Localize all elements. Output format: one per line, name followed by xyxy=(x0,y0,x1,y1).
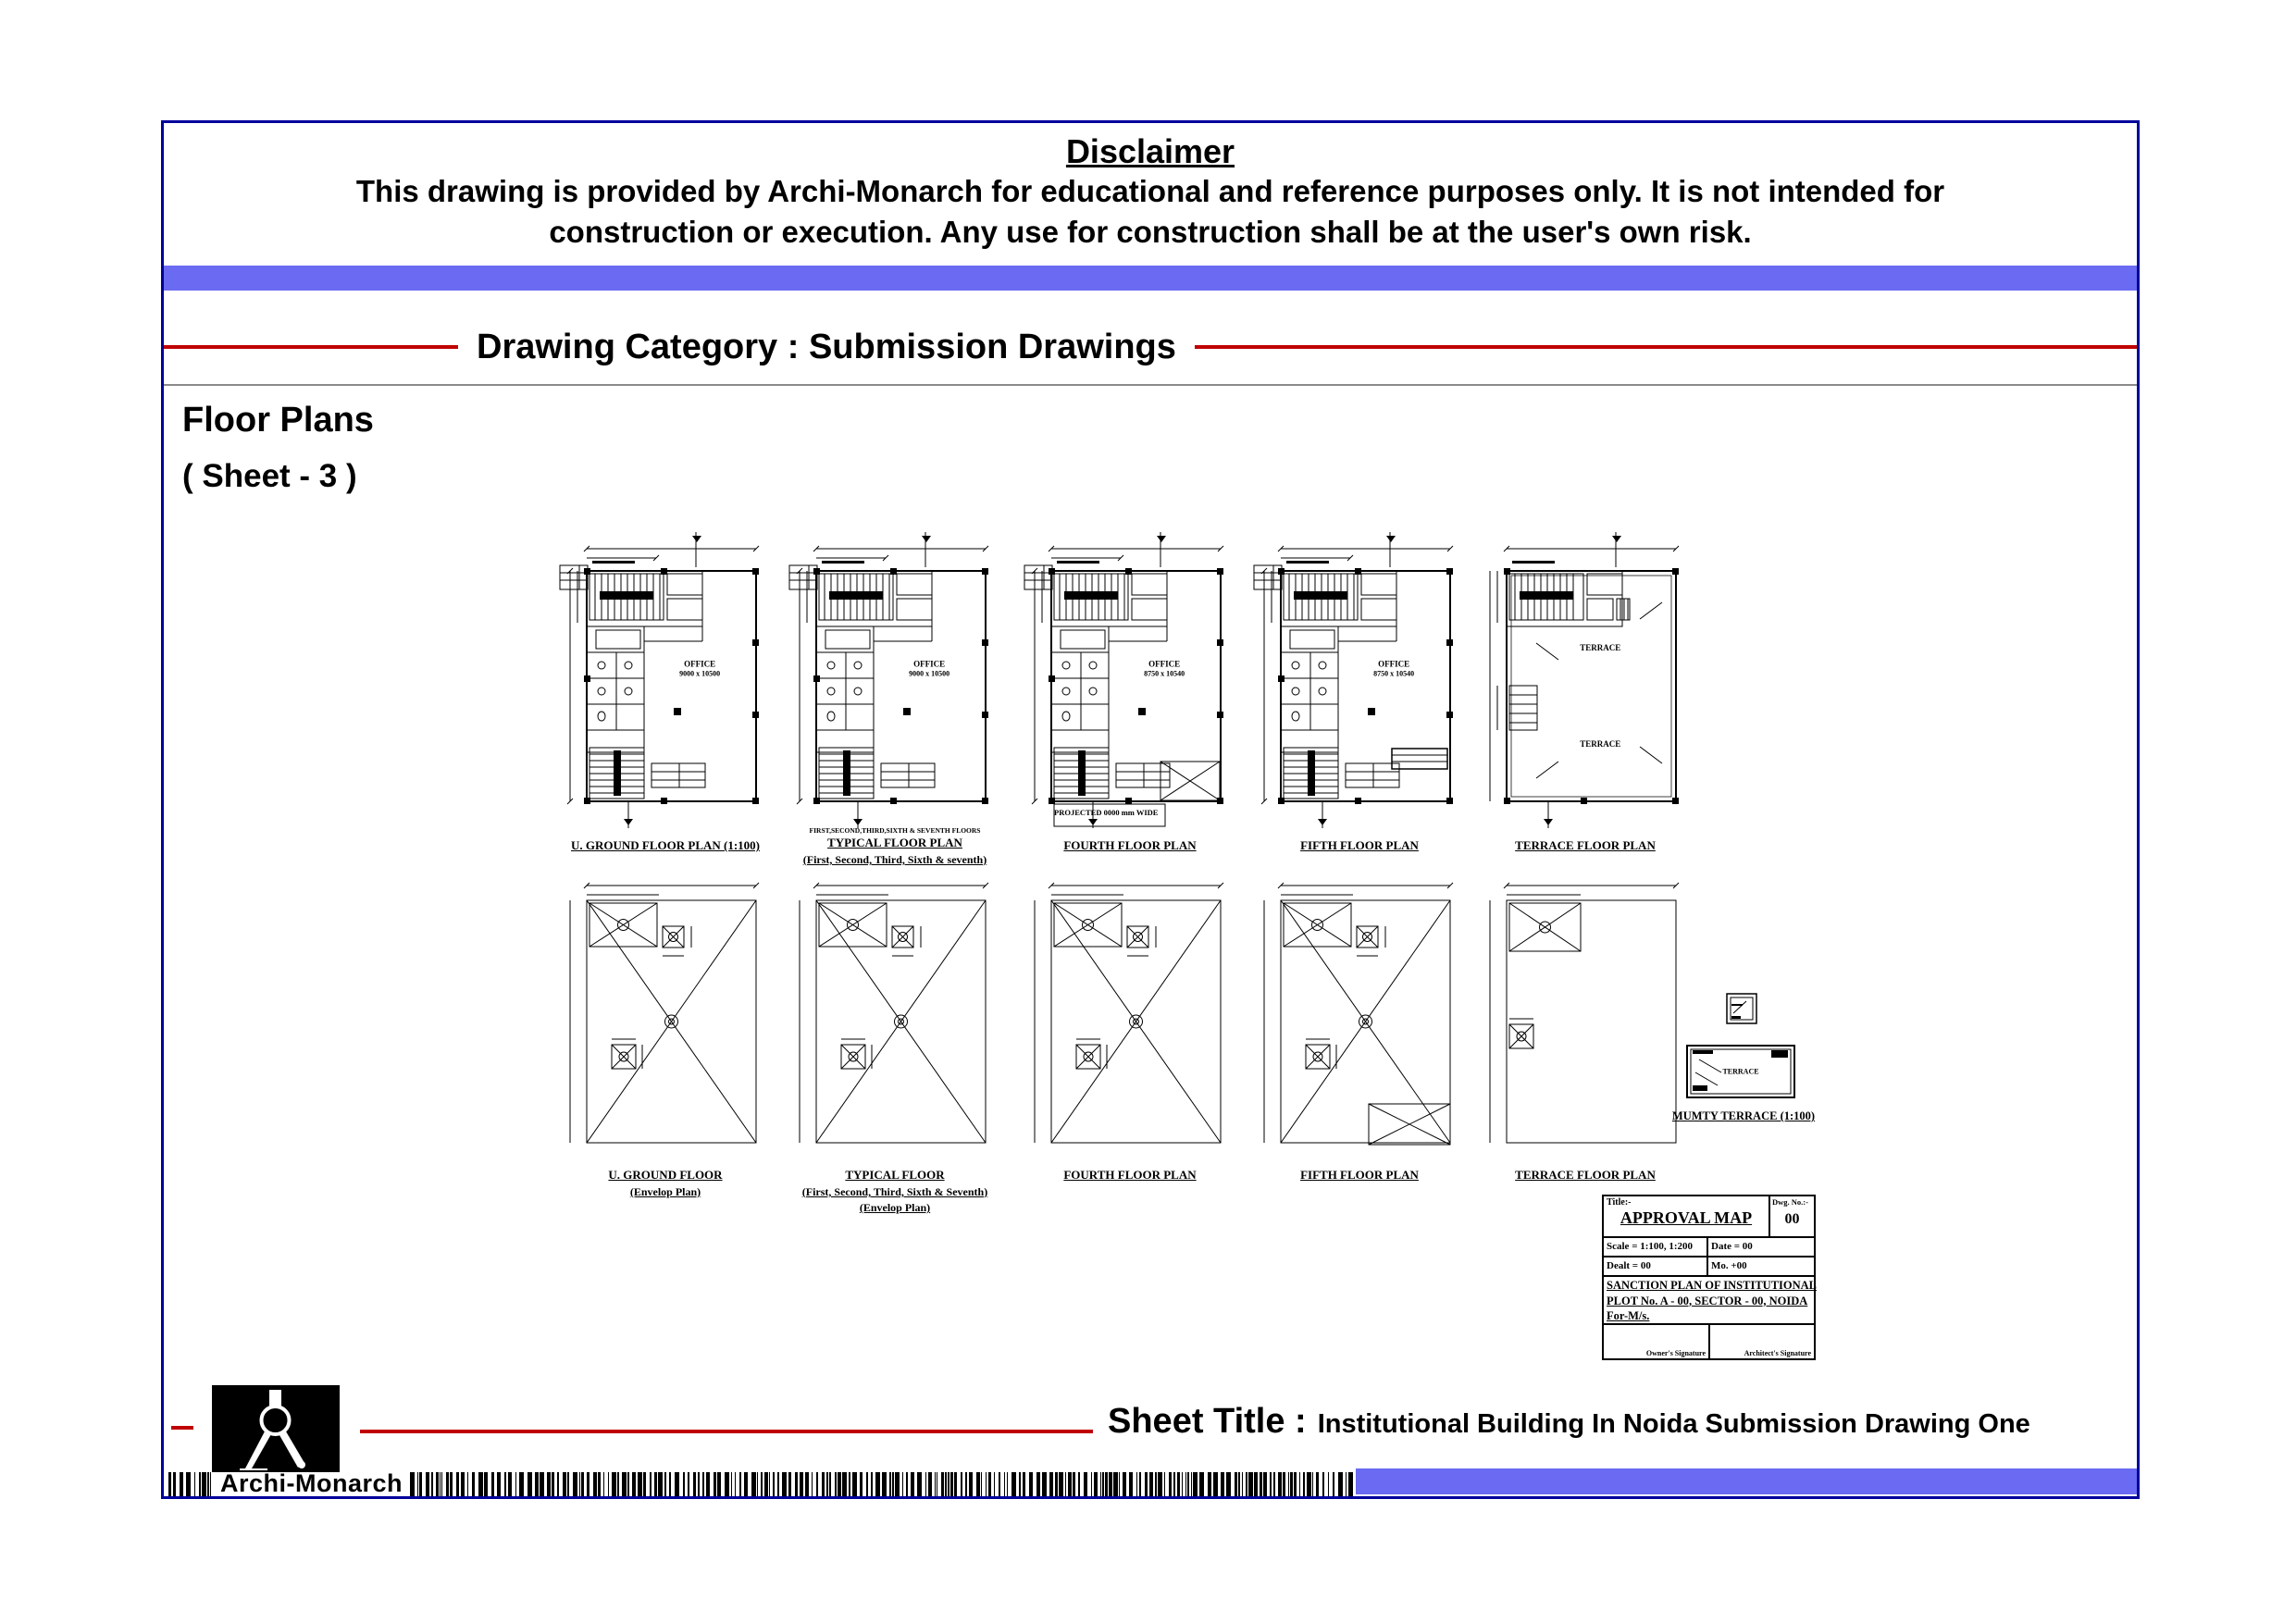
sheet-number: ( Sheet - 3 ) xyxy=(182,458,357,494)
plan-label-terrace: TERRACE FLOOR PLAN xyxy=(1515,838,1656,852)
envelope-label-terrace: TERRACE FLOOR PLAN xyxy=(1515,1168,1656,1182)
disclaimer-line1: This drawing is provided by Archi-Monarc… xyxy=(355,174,1945,208)
date-value: Date = 00 xyxy=(1711,1241,1753,1252)
envelope-uground-drawing xyxy=(569,882,760,1144)
envelope-typical-drawing xyxy=(799,882,989,1144)
architect-signature-cell: Architect's Signature xyxy=(1710,1325,1814,1358)
mumty-terrace-text: TERRACE xyxy=(1722,1067,1759,1076)
dwg-no-value: 00 xyxy=(1784,1211,1800,1227)
plan-label-uground: U. GROUND FLOOR PLAN (1:100) xyxy=(570,838,760,852)
sanction-plan-lines: SANCTION PLAN OF INSTITUTIONAL PLOT No. … xyxy=(1604,1277,1818,1325)
dwg-no-label: Dwg. No.:- xyxy=(1772,1197,1808,1207)
footer-purple-bar xyxy=(1356,1468,2137,1494)
footer-rule xyxy=(360,1430,1093,1433)
envelope-plan-uground xyxy=(558,876,773,1146)
divider-band xyxy=(164,266,2137,291)
disclaimer-title: Disclaimer xyxy=(1065,132,1235,170)
category-row: Drawing Category : Submission Drawings xyxy=(164,321,2137,373)
mo-value: Mo. +00 xyxy=(1711,1260,1747,1271)
plan-label-fifth: FIFTH FLOOR PLAN xyxy=(1300,838,1419,852)
sheet-title-row: Sheet Title : Institutional Building In … xyxy=(1108,1402,2135,1442)
envelope-label-fourth: FOURTH FLOOR PLAN xyxy=(1063,1168,1197,1182)
barcode-bars-left xyxy=(168,1472,213,1496)
envelope-plan-typical xyxy=(788,876,1002,1146)
envelope-plan-fourth xyxy=(1023,876,1237,1146)
sanction-line1: SANCTION PLAN OF INSTITUTIONAL xyxy=(1607,1279,1818,1292)
floor-plan-terrace-drawing xyxy=(1489,531,1680,829)
owner-signature-label: Owner's Signature xyxy=(1645,1349,1706,1357)
mumty-detail-box xyxy=(1726,993,1757,1024)
section-divider xyxy=(164,384,2137,386)
sheet-frame: Disclaimer This drawing is provided by A… xyxy=(161,120,2140,1499)
envelope-terrace-drawing xyxy=(1489,882,1680,1144)
brand-name: Archi-Monarch xyxy=(220,1469,403,1497)
envelope-plan-terrace xyxy=(1478,876,1693,1146)
floor-plan-fourth-drawing xyxy=(1024,531,1224,829)
envelope-label-uground: U. GROUND FLOOR (Envelop Plan) xyxy=(608,1168,723,1198)
title-block-header-row: Title:- APPROVAL MAP Dwg. No.:- 00 xyxy=(1604,1196,1814,1238)
envelope-label-typical: TYPICAL FLOOR (First, Second, Third, Six… xyxy=(801,1168,988,1215)
sheet-title-value: Institutional Building In Noida Submissi… xyxy=(1317,1409,2030,1439)
floor-plan-fifth-drawing xyxy=(1253,531,1454,829)
envelope-fifth-drawing xyxy=(1263,882,1454,1146)
envelope-label-fifth: FIFTH FLOOR PLAN xyxy=(1300,1168,1419,1182)
title-block: Title:- APPROVAL MAP Dwg. No.:- 00 Scale… xyxy=(1602,1195,1818,1360)
mumty-detail-small-drawing xyxy=(1726,993,1757,1024)
envelope-plan-fifth xyxy=(1252,876,1467,1146)
archi-monarch-logo xyxy=(212,1385,340,1476)
floor-plan-uground-drawing xyxy=(559,531,760,829)
title-label: Title:- xyxy=(1607,1197,1632,1208)
disclaimer-line2: construction or execution. Any use for c… xyxy=(549,214,1752,249)
owner-signature-cell: Owner's Signature xyxy=(1604,1325,1710,1358)
architect-signature-label: Architect's Signature xyxy=(1744,1349,1811,1357)
category-rule-left xyxy=(164,345,458,349)
title-cell: Title:- APPROVAL MAP xyxy=(1604,1196,1770,1236)
footer-rule-left-dash xyxy=(171,1426,193,1430)
category-title: Drawing Category : Submission Drawings xyxy=(477,327,1176,366)
mumty-terrace-detail: TERRACE xyxy=(1686,1045,1795,1098)
signature-row: Owner's Signature Architect's Signature xyxy=(1604,1325,1814,1358)
disclaimer-section: Disclaimer This drawing is provided by A… xyxy=(164,123,2137,252)
barcode-bars-right xyxy=(410,1472,1356,1496)
barcode: Archi-Monarch xyxy=(168,1469,1356,1497)
dwg-no-cell: Dwg. No.:- 00 xyxy=(1770,1196,1814,1236)
terrace-label-upper: TERRACE xyxy=(1580,642,1621,652)
plan-label-typical: FIRST,SECOND,THIRD,SIXTH & SEVENTH FLOOR… xyxy=(802,826,987,866)
floor-plan-typical-drawing xyxy=(788,531,989,829)
terrace-label-lower: TERRACE xyxy=(1580,738,1621,749)
approval-map-title: APPROVAL MAP xyxy=(1620,1208,1753,1227)
compass-icon xyxy=(212,1385,340,1476)
sanction-line2: PLOT No. A - 00, SECTOR - 00, NOIDA xyxy=(1607,1294,1808,1307)
floor-plan-terrace: TERRACE TERRACE xyxy=(1478,530,1693,831)
dealt-value: Dealt = 00 xyxy=(1604,1258,1708,1275)
mumty-terrace-drawing xyxy=(1686,1045,1795,1098)
sheet-title-label: Sheet Title : xyxy=(1108,1402,1307,1441)
envelope-fourth-drawing xyxy=(1034,882,1224,1144)
scale-date-row: Scale = 1:100, 1:200 Date = 00 xyxy=(1604,1238,1814,1258)
mumty-terrace-label: MUMTY TERRACE (1:100) xyxy=(1671,1109,1816,1122)
scale-value: Scale = 1:100, 1:200 xyxy=(1604,1238,1708,1256)
page-title: Floor Plans xyxy=(182,401,374,440)
sanction-line3: For-M/s. xyxy=(1607,1309,1650,1322)
plan-label-fourth: FOURTH FLOOR PLAN xyxy=(1063,838,1197,852)
projected-note: PROJECTED 0000 mm WIDE xyxy=(1054,808,1159,817)
category-rule-right xyxy=(1194,345,2137,349)
dealt-mo-row: Dealt = 00 Mo. +00 xyxy=(1604,1258,1814,1277)
